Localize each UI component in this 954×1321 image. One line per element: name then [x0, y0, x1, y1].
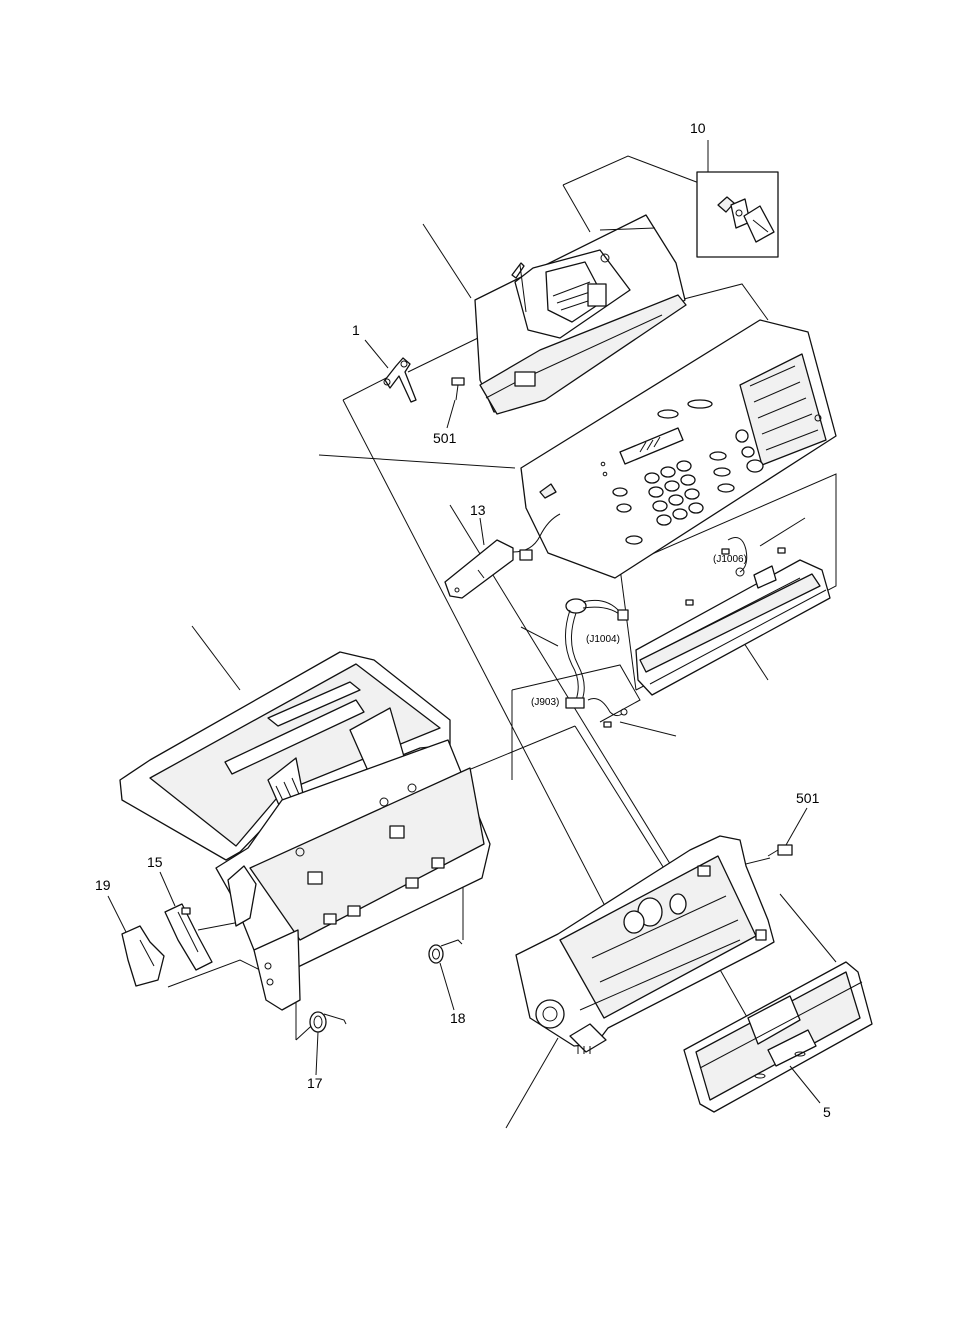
callout-10: 10 — [690, 120, 706, 136]
callout-18: 18 — [450, 1010, 466, 1026]
part-15-bracket — [165, 904, 212, 970]
callout-17: 17 — [307, 1075, 323, 1091]
cable-harness-j1004-j903 — [565, 599, 628, 727]
connector-label-j903: (J903) — [531, 697, 559, 708]
paper-pickup-assembly — [516, 836, 774, 1054]
part-1-lever — [384, 358, 416, 402]
connector-label-j1004: (J1004) — [586, 634, 620, 645]
part-5-paper-tray — [684, 962, 872, 1112]
connector-label-j1006: (J1006) — [713, 554, 747, 565]
part-501-screw-lower — [768, 845, 792, 856]
callout-15: 15 — [147, 854, 163, 870]
part-10-bracket-inset — [697, 172, 778, 257]
adf-top-assembly — [475, 215, 686, 414]
part-19-bracket — [122, 926, 164, 986]
part-501-screw-upper — [452, 378, 464, 400]
part-17-spring — [310, 1012, 346, 1032]
callout-501-upper: 501 — [433, 430, 457, 446]
callout-1: 1 — [352, 322, 360, 338]
callout-501-lower: 501 — [796, 790, 820, 806]
part-18-spring — [429, 940, 462, 963]
callout-19: 19 — [95, 877, 111, 893]
callout-13: 13 — [470, 502, 486, 518]
callout-5: 5 — [823, 1104, 831, 1120]
